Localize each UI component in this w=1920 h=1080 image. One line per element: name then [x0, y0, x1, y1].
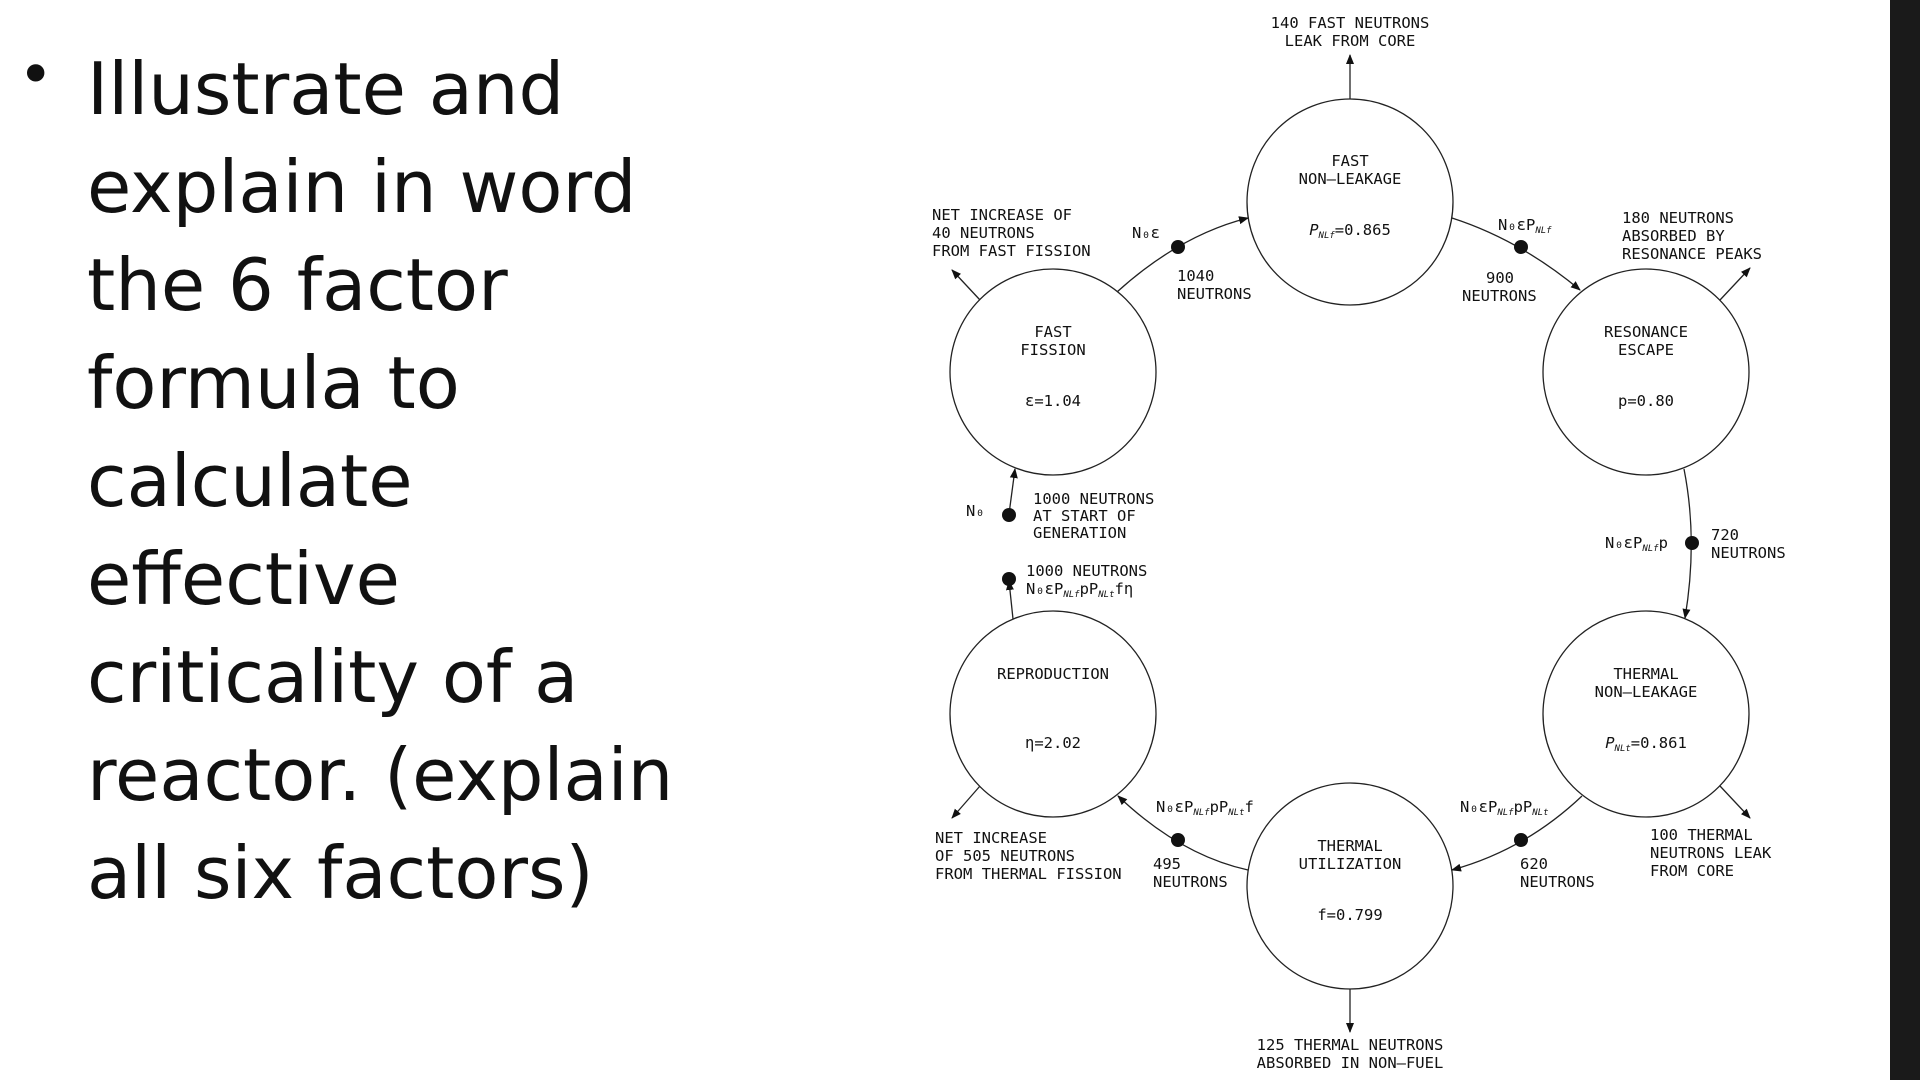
fast-nonleakage-title-1: FAST: [1331, 152, 1368, 170]
node-fast-fission: [949, 268, 1157, 476]
arrow-thermal-fission-gain: [951, 785, 981, 819]
thermal-nonleakage-title-2: NON–LEAKAGE: [1595, 683, 1698, 701]
thermal-fission-gain-line-2: OF 505 NEUTRONS: [935, 847, 1075, 865]
resonance-absorbed-line-2: ABSORBED BY: [1622, 227, 1725, 245]
reproduction-value: η=2.02: [1025, 734, 1081, 752]
fast-fission-gain-line-2: 40 NEUTRONS: [932, 224, 1035, 242]
point-495-count-1: 495: [1153, 855, 1181, 873]
point-620: [1514, 833, 1528, 847]
point-900-count-2: NEUTRONS: [1462, 287, 1537, 305]
resonance-absorbed-line-3: RESONANCE PEAKS: [1622, 245, 1762, 263]
point-900-symbol: N₀εPNLf: [1498, 216, 1552, 236]
fast-fission-title-2: FISSION: [1020, 341, 1085, 359]
utilization-value: f=0.799: [1317, 906, 1382, 924]
thermal-fission-gain-line-3: FROM THERMAL FISSION: [935, 865, 1122, 883]
arrow-fast-fission-gain: [951, 269, 981, 301]
node-thermal-nonleakage: [1542, 610, 1750, 818]
node-thermal-utilization: [1246, 782, 1454, 990]
point-1040: [1171, 240, 1185, 254]
slide-text: • Illustrate and explain in word the 6 f…: [0, 0, 900, 1080]
point-495-count-2: NEUTRONS: [1153, 873, 1228, 891]
utilization-title-1: THERMAL: [1317, 837, 1382, 855]
thermal-fission-gain-line-1: NET INCREASE: [935, 829, 1047, 847]
point-1040-count-1: 1040: [1177, 267, 1214, 285]
point-620-count-2: NEUTRONS: [1520, 873, 1595, 891]
resonance-absorbed-line-1: 180 NEUTRONS: [1622, 209, 1734, 227]
point-1000-start-count-3: GENERATION: [1033, 524, 1126, 542]
point-1000-start-count-2: AT START OF: [1033, 507, 1136, 525]
point-620-count-1: 620: [1520, 855, 1548, 873]
fast-leak-line-2: LEAK FROM CORE: [1285, 32, 1416, 50]
thermal-leak-line-2: NEUTRONS LEAK: [1650, 844, 1772, 862]
node-reproduction: [949, 610, 1157, 818]
resonance-title-2: ESCAPE: [1618, 341, 1674, 359]
point-720-symbol: N₀εPNLfp: [1605, 534, 1668, 554]
node-resonance-escape: [1542, 268, 1750, 476]
thermal-leak-line-1: 100 THERMAL: [1650, 826, 1753, 844]
bullet-symbol: •: [18, 40, 54, 110]
point-1040-count-2: NEUTRONS: [1177, 285, 1252, 303]
fast-nonleakage-title-2: NON–LEAKAGE: [1299, 170, 1402, 188]
fast-fission-title-1: FAST: [1034, 323, 1071, 341]
point-720-count-1: 720: [1711, 526, 1739, 544]
resonance-title-1: RESONANCE: [1604, 323, 1688, 341]
arrow-thermal-leak: [1719, 785, 1751, 819]
node-fast-nonleakage: [1246, 98, 1454, 306]
fast-leak-line-1: 140 FAST NEUTRONS: [1271, 14, 1430, 32]
six-factor-cycle-diagram: FAST NON–LEAKAGE PNLf=0.865 RESONANCE ES…: [920, 0, 1810, 1080]
point-1000-end-symbol: N₀εPNLfpPNLtfη: [1026, 580, 1133, 600]
point-495-symbol: N₀εPNLfpPNLtf: [1156, 798, 1254, 818]
point-720-count-2: NEUTRONS: [1711, 544, 1786, 562]
fast-fission-value: ε=1.04: [1025, 392, 1081, 410]
point-1040-symbol: N₀ε: [1132, 224, 1160, 242]
point-1000-end: [1002, 572, 1016, 586]
reproduction-title: REPRODUCTION: [997, 665, 1109, 683]
thermal-nonleakage-value: PNLt=0.861: [1605, 734, 1687, 754]
point-1000-start: [1002, 508, 1016, 522]
point-620-symbol: N₀εPNLfpPNLt: [1460, 798, 1549, 818]
point-720: [1685, 536, 1699, 550]
arrow-reproduction-to-start: [1005, 580, 1014, 620]
window-edge: [1890, 0, 1920, 1080]
nonfuel-absorbed-line-2: ABSORBED IN NON–FUEL: [1257, 1054, 1444, 1072]
thermal-leak-line-3: FROM CORE: [1650, 862, 1734, 880]
thermal-nonleakage-title-1: THERMAL: [1613, 665, 1678, 683]
question-text: Illustrate and explain in word the 6 fac…: [87, 47, 674, 915]
fast-fission-gain-line-1: NET INCREASE OF: [932, 206, 1072, 224]
arrow-resonance-absorbed: [1719, 267, 1751, 301]
point-1000-start-symbol: N₀: [966, 502, 985, 520]
point-1000-start-count-1: 1000 NEUTRONS: [1033, 490, 1154, 508]
point-900: [1514, 240, 1528, 254]
arrow-start-to-fastfission: [1008, 468, 1018, 515]
nonfuel-absorbed-line-1: 125 THERMAL NEUTRONS: [1257, 1036, 1444, 1054]
resonance-value: p=0.80: [1618, 392, 1674, 410]
utilization-title-2: UTILIZATION: [1299, 855, 1402, 873]
point-900-count-1: 900: [1486, 269, 1514, 287]
point-495: [1171, 833, 1185, 847]
fast-fission-gain-line-3: FROM FAST FISSION: [932, 242, 1091, 260]
point-1000-end-count: 1000 NEUTRONS: [1026, 562, 1147, 580]
fast-nonleakage-value: PNLf=0.865: [1309, 221, 1391, 241]
